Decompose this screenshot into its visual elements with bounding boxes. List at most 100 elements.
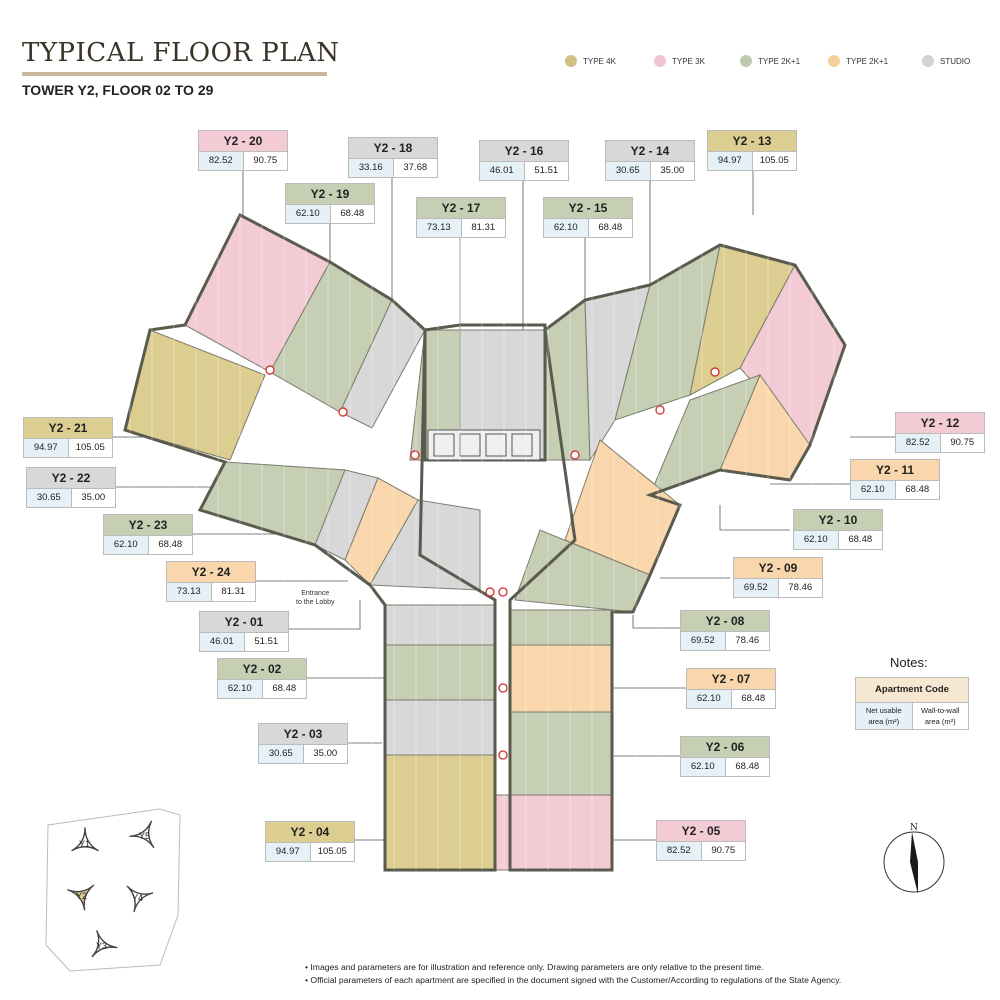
wall-to-wall-area: 51.51	[534, 165, 559, 176]
legend-swatch	[565, 55, 577, 67]
keymap-tower-shape	[67, 884, 95, 911]
apartment-code: Y2 - 05	[656, 820, 746, 841]
north-compass: N	[883, 823, 945, 894]
net-usable-area: 62.10	[218, 680, 263, 698]
wall-to-wall-area: 68.48	[272, 683, 297, 694]
net-usable-area: 82.52	[896, 434, 941, 452]
keymap-tower-shape	[129, 820, 155, 848]
entrance-label-line-2: to the Lobby	[296, 599, 335, 606]
wall-to-wall-area: 68.48	[598, 222, 623, 233]
apartment-code: Y2 - 16	[479, 140, 569, 161]
keymap-tower-y5: Y5	[129, 820, 155, 848]
apartment-code: Y2 - 22	[26, 467, 116, 488]
keymap-tower-label: Y5	[139, 831, 150, 841]
apartment-unit-shape	[384, 699, 496, 756]
wall-to-wall-area: 68.48	[735, 761, 760, 772]
net-usable-area: 30.65	[259, 745, 304, 763]
apartment-code: Y2 - 08	[680, 610, 770, 631]
door-marker	[655, 405, 665, 415]
apartment-code: Y2 - 06	[680, 736, 770, 757]
apartment-code: Y2 - 04	[265, 821, 355, 842]
door-marker	[498, 683, 508, 693]
apartment-code: Y2 - 10	[793, 509, 883, 530]
legend-label: TYPE 4K	[583, 56, 616, 66]
wall-to-wall-area: 90.75	[950, 437, 975, 448]
net-usable-area: 82.52	[199, 152, 244, 170]
door-marker	[498, 587, 508, 597]
wall-to-wall-area: 68.48	[340, 208, 365, 219]
apartment-unit-shape	[509, 609, 613, 646]
door-marker	[485, 587, 495, 597]
footnote-2: • Official parameters of each apartment …	[305, 975, 842, 985]
compass-ring	[883, 831, 945, 893]
wall-to-wall-area: 51.51	[254, 636, 279, 647]
wall-to-wall-area: 90.75	[711, 845, 736, 856]
apartment-code: Y2 - 03	[258, 723, 348, 744]
apartment-code: Y2 - 24	[166, 561, 256, 582]
apartment-code: Y2 - 14	[605, 140, 695, 161]
notes-apartment-code: Apartment Code	[856, 678, 968, 703]
apartment-unit-shape	[494, 794, 613, 871]
wall-to-wall-area: 105.05	[759, 155, 789, 166]
apartment-code: Y2 - 18	[348, 137, 438, 158]
net-usable-area: 46.01	[480, 162, 525, 180]
keymap-tower-shape	[126, 885, 154, 913]
notes-net-area-line-2: area (m²)	[868, 717, 900, 726]
entrance-label: Entrance to the Lobby	[296, 589, 335, 607]
compass-north-label: N	[910, 823, 918, 833]
apartment-unit-shape	[384, 644, 496, 701]
apartment-code: Y2 - 19	[285, 183, 375, 204]
apartment-code: Y2 - 11	[850, 459, 940, 480]
apartment-code: Y2 - 12	[895, 412, 985, 433]
compass-needle	[910, 832, 918, 894]
apartment-code: Y2 - 09	[733, 557, 823, 578]
wall-to-wall-area: 35.00	[660, 165, 685, 176]
elevator-shaft	[485, 433, 507, 457]
keymap-tower-shape	[71, 827, 99, 852]
legend-label: STUDIO	[940, 56, 971, 66]
net-usable-area: 33.16	[349, 159, 394, 177]
wall-to-wall-area: 68.48	[848, 534, 873, 545]
legend-swatch	[828, 55, 840, 67]
keymap-tower-y1: Y1	[71, 827, 99, 852]
apartment-code: Y2 - 17	[416, 197, 506, 218]
elevator-shaft	[511, 433, 533, 457]
legend-item-type-4k: TYPE 4K	[565, 54, 616, 68]
entrance-label-line-1: Entrance	[301, 590, 330, 597]
legend-swatch	[654, 55, 666, 67]
apartment-code: Y2 - 23	[103, 514, 193, 535]
apartment-code: Y2 - 02	[217, 658, 307, 679]
net-usable-area: 62.10	[544, 219, 589, 237]
elevator-core	[427, 429, 541, 461]
legend-swatch	[740, 55, 752, 67]
net-usable-area: 62.10	[104, 536, 149, 554]
wall-to-wall-area: 68.48	[741, 693, 766, 704]
net-usable-area: 46.01	[200, 633, 245, 651]
